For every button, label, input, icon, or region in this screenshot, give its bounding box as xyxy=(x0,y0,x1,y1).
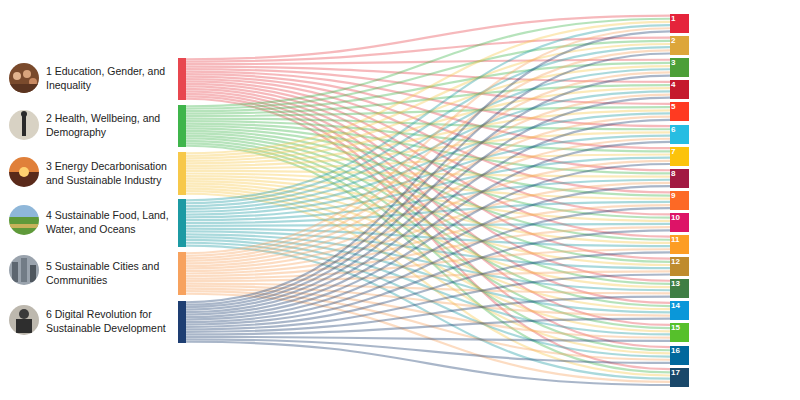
field-photo xyxy=(9,205,39,235)
flow-link xyxy=(186,275,670,330)
theme-bar: 2 Health, Wellbeing, and Demography xyxy=(178,105,186,147)
sdg-number: 6 xyxy=(671,126,675,134)
theme-label: 1 Education, Gender, and Inequality xyxy=(46,65,172,92)
theme-label: 3 Energy Decarbonisation and Sustainable… xyxy=(46,160,172,187)
sdg-number: 7 xyxy=(671,148,675,156)
sdg-icon: 7 xyxy=(670,147,689,166)
digital-photo xyxy=(9,305,39,335)
sdg-number: 13 xyxy=(671,280,680,288)
sdg-icon: 17 xyxy=(670,368,689,387)
sdg-number: 16 xyxy=(671,347,680,355)
sdg-icon: 13 xyxy=(670,279,689,298)
theme-label: 4 Sustainable Food, Land, Water, and Oce… xyxy=(46,209,172,236)
sdg-icon: 14 xyxy=(670,301,689,320)
flow-link xyxy=(186,54,670,305)
flow-link xyxy=(186,319,670,335)
sdg-number: 1 xyxy=(671,15,675,23)
sdg-number: 14 xyxy=(671,302,680,310)
sdg-number: 10 xyxy=(671,214,680,222)
sdg-number: 9 xyxy=(671,192,675,200)
theme-bar: 3 Energy Decarbonisation and Sustainable… xyxy=(178,152,186,195)
sdg-number: 2 xyxy=(671,37,675,45)
theme-bar: 4 Sustainable Food, Land, Water, and Oce… xyxy=(178,199,186,247)
sdg-number: 12 xyxy=(671,258,680,266)
flow-link xyxy=(186,294,670,382)
yoga-photo xyxy=(9,110,39,140)
flow-link xyxy=(186,194,670,376)
sdg-number: 8 xyxy=(671,170,675,178)
flow-link xyxy=(186,252,670,327)
theme-label: 6 Digital Revolution for Sustainable Dev… xyxy=(46,308,172,335)
sdg-icon: 4 xyxy=(670,80,689,99)
sdg-icon: 2 xyxy=(670,36,689,55)
sdg-icon: 11 xyxy=(670,235,689,254)
flow-link xyxy=(186,50,670,255)
theme-bar: 1 Education, Gender, and Inequality xyxy=(178,58,186,100)
sdg-icon: 5 xyxy=(670,102,689,121)
sdg-icon: 16 xyxy=(670,346,689,365)
sdg-number: 4 xyxy=(671,81,675,89)
sunset-photo xyxy=(9,157,39,187)
theme-label: 2 Health, Wellbeing, and Demography xyxy=(46,112,172,139)
flow-link xyxy=(186,186,670,319)
flow-link xyxy=(186,77,670,171)
flow-link xyxy=(186,164,670,317)
flow-link xyxy=(186,208,670,322)
sdg-number: 11 xyxy=(671,236,679,244)
flow-link xyxy=(186,189,670,332)
city-photo xyxy=(9,255,39,285)
sdg-number: 15 xyxy=(671,324,680,332)
flow-link xyxy=(186,113,670,211)
classroom-photo xyxy=(9,63,39,93)
flow-link xyxy=(186,96,670,347)
theme-label: 5 Sustainable Cities and Communities xyxy=(46,260,172,287)
sdg-icon: 3 xyxy=(670,58,689,77)
sdg-icon: 8 xyxy=(670,169,689,188)
theme-bar: 5 Sustainable Cities and Communities xyxy=(178,252,186,295)
sdg-icon: 15 xyxy=(670,323,689,342)
sdg-icon: 1 xyxy=(670,14,689,33)
sdg-number: 3 xyxy=(671,59,675,67)
flow-link xyxy=(186,224,670,226)
sdg-icon: 9 xyxy=(670,191,689,210)
sdg-icon: 10 xyxy=(670,213,689,232)
sdg-icon: 6 xyxy=(670,125,689,144)
flow-link xyxy=(186,342,670,385)
sdg-number: 17 xyxy=(671,369,680,377)
flow-link xyxy=(186,31,670,302)
theme-bar: 6 Digital Revolution for Sustainable Dev… xyxy=(178,301,186,343)
sdg-number: 5 xyxy=(671,103,675,111)
sdg-icon: 12 xyxy=(670,257,689,276)
